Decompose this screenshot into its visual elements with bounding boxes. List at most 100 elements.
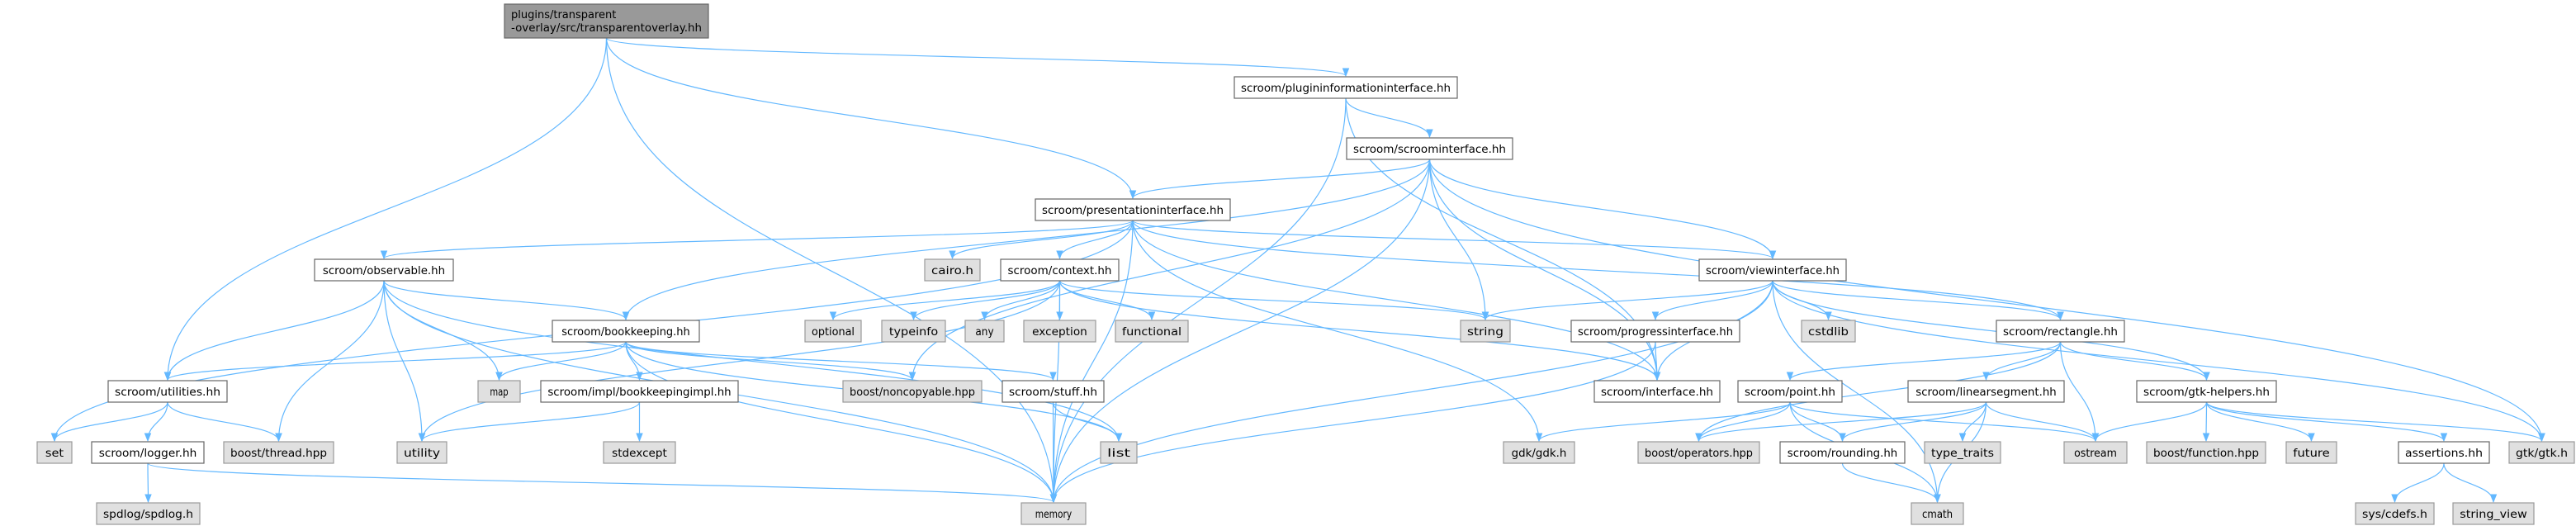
node-point[interactable]: scroom/point.hh bbox=[1737, 380, 1843, 403]
edge-bookkeeping-to-memory bbox=[625, 341, 1058, 504]
node-box bbox=[1002, 380, 1105, 403]
node-logger[interactable]: scroom/logger.hh bbox=[91, 441, 205, 464]
node-plugininfo[interactable]: scroom/plugininformationinterface.hh bbox=[1234, 76, 1458, 99]
node-any[interactable]: any bbox=[964, 320, 1005, 343]
node-syscdefs[interactable]: sys/cdefs.h bbox=[2355, 502, 2435, 525]
edge-rectangle-to-point bbox=[1786, 341, 2062, 381]
edge-point-to-rounding bbox=[1789, 401, 1846, 443]
edge-root-to-utilities bbox=[163, 37, 608, 381]
node-stuff[interactable]: scroom/stuff.hh bbox=[1002, 380, 1105, 403]
node-label: scroom/point.hh bbox=[1745, 386, 1835, 399]
node-cairo[interactable]: cairo.h bbox=[924, 258, 981, 282]
node-box bbox=[1698, 258, 1847, 282]
node-box bbox=[1503, 441, 1575, 464]
node-noncopyable[interactable]: boost/noncopyable.hpp bbox=[842, 380, 983, 403]
node-list[interactable]: list bbox=[1100, 441, 1138, 464]
node-ostream[interactable]: ostream bbox=[2063, 441, 2128, 464]
edge-context-to-utility bbox=[418, 280, 1061, 443]
node-box bbox=[2136, 380, 2277, 403]
node-context[interactable]: scroom/context.hh bbox=[1000, 258, 1120, 282]
node-root[interactable]: plugins/transparent-overlay/src/transpar… bbox=[504, 3, 709, 39]
node-gtk[interactable]: gtk/gtk.h bbox=[2508, 441, 2575, 464]
edge-bookkeeping-to-noncopyable bbox=[625, 341, 916, 381]
node-box bbox=[2146, 441, 2266, 464]
edge-presentationinterface-to-memory bbox=[1049, 220, 1134, 504]
node-gdk[interactable]: gdk/gdk.h bbox=[1503, 441, 1575, 464]
edge-utilities-to-set bbox=[50, 401, 168, 443]
edge-gtkhelpers-to-future bbox=[2205, 401, 2315, 443]
node-label: boost/thread.hpp bbox=[230, 448, 327, 460]
node-interface[interactable]: scroom/interface.hh bbox=[1593, 380, 1721, 403]
node-utility[interactable]: utility bbox=[396, 441, 447, 464]
node-string[interactable]: string bbox=[1460, 320, 1511, 343]
node-label: spdlog/spdlog.h bbox=[103, 509, 193, 521]
edge-presentationinterface-to-gdk bbox=[1132, 220, 1543, 443]
node-label: scroom/scroominterface.hh bbox=[1353, 144, 1506, 156]
node-progressinterface[interactable]: scroom/progressinterface.hh bbox=[1570, 320, 1740, 343]
node-label: scroom/context.hh bbox=[1008, 265, 1112, 277]
edge-utilities-to-logger bbox=[144, 401, 168, 443]
node-functional[interactable]: functional bbox=[1115, 320, 1189, 343]
edge-plugininfo-to-scroominterface bbox=[1345, 97, 1433, 139]
edge-point-to-gdk bbox=[1535, 401, 1791, 443]
node-future[interactable]: future bbox=[2285, 441, 2337, 464]
edge-gtkhelpers-to-function bbox=[2202, 401, 2210, 443]
edge-scroominterface-to-presentationinterface bbox=[1129, 159, 1431, 200]
node-memory[interactable]: memory bbox=[1020, 502, 1087, 525]
node-spdlog[interactable]: spdlog/spdlog.h bbox=[96, 502, 201, 525]
node-cstdlib[interactable]: cstdlib bbox=[1801, 320, 1856, 343]
node-observable[interactable]: scroom/observable.hh bbox=[314, 258, 454, 282]
node-set[interactable]: set bbox=[36, 441, 73, 464]
node-label: scroom/plugininformationinterface.hh bbox=[1241, 83, 1451, 95]
node-box bbox=[1924, 441, 2001, 464]
node-map[interactable]: map bbox=[477, 380, 521, 403]
node-assertions[interactable]: assertions.hh bbox=[2398, 441, 2490, 464]
node-operators[interactable]: boost/operators.hpp bbox=[1637, 441, 1760, 464]
node-label: cstdlib bbox=[1808, 326, 1849, 339]
node-stdexcept[interactable]: stdexcept bbox=[603, 441, 676, 464]
edge-root-to-presentationinterface bbox=[605, 37, 1137, 200]
node-box bbox=[107, 380, 228, 403]
node-exception[interactable]: exception bbox=[1023, 320, 1096, 343]
edge-plugininfo-to-memory bbox=[1049, 97, 1347, 504]
edge-stuff-to-list bbox=[1052, 401, 1123, 443]
node-label: scroom/progressinterface.hh bbox=[1578, 326, 1733, 339]
node-label: scroom/rounding.hh bbox=[1788, 448, 1897, 460]
node-box bbox=[1801, 320, 1856, 343]
node-rectangle[interactable]: scroom/rectangle.hh bbox=[1996, 320, 2125, 343]
edge-scroominterface-to-noncopyable bbox=[908, 159, 1431, 381]
node-label: map bbox=[490, 386, 508, 399]
node-utilities[interactable]: scroom/utilities.hh bbox=[107, 380, 228, 403]
node-box bbox=[1996, 320, 2125, 343]
node-cmath[interactable]: cmath bbox=[1911, 502, 1964, 525]
node-box bbox=[1911, 502, 1964, 525]
node-viewinterface[interactable]: scroom/viewinterface.hh bbox=[1698, 258, 1847, 282]
node-thread[interactable]: boost/thread.hpp bbox=[223, 441, 334, 464]
node-optional[interactable]: optional bbox=[804, 320, 862, 343]
node-rounding[interactable]: scroom/rounding.hh bbox=[1779, 441, 1906, 464]
edge-utilities-to-thread bbox=[167, 401, 282, 443]
node-bookkeeping[interactable]: scroom/bookkeeping.hh bbox=[552, 320, 700, 343]
node-typeinfo[interactable]: typeinfo bbox=[881, 320, 946, 343]
node-box bbox=[540, 380, 739, 403]
edge-scroominterface-to-gtk bbox=[1428, 159, 2545, 443]
node-box bbox=[1570, 320, 1740, 343]
node-label: boost/operators.hpp bbox=[1645, 448, 1753, 460]
node-bookkeepingimpl[interactable]: scroom/impl/bookkeepingimpl.hh bbox=[540, 380, 739, 403]
node-box bbox=[552, 320, 700, 343]
node-gtkhelpers[interactable]: scroom/gtk-helpers.hh bbox=[2136, 380, 2277, 403]
edge-gtkhelpers-to-ostream bbox=[2091, 401, 2208, 443]
node-linearsegment[interactable]: scroom/linearsegment.hh bbox=[1907, 380, 2065, 403]
node-presentationinterface[interactable]: scroom/presentationinterface.hh bbox=[1035, 198, 1231, 221]
node-typetraits[interactable]: type_traits bbox=[1924, 441, 2001, 464]
edge-bookkeepingimpl-to-utility bbox=[418, 401, 641, 443]
node-function[interactable]: boost/function.hpp bbox=[2146, 441, 2266, 464]
node-scroominterface[interactable]: scroom/scroominterface.hh bbox=[1346, 137, 1513, 160]
edge-scroominterface-to-bookkeeping bbox=[622, 159, 1431, 321]
node-label: string bbox=[1467, 326, 1503, 339]
node-label: scroom/viewinterface.hh bbox=[1706, 265, 1840, 277]
edge-bookkeeping-to-stuff bbox=[625, 341, 1057, 381]
node-stringview[interactable]: string_view bbox=[2452, 502, 2535, 525]
node-box bbox=[924, 258, 981, 282]
node-box bbox=[603, 441, 676, 464]
